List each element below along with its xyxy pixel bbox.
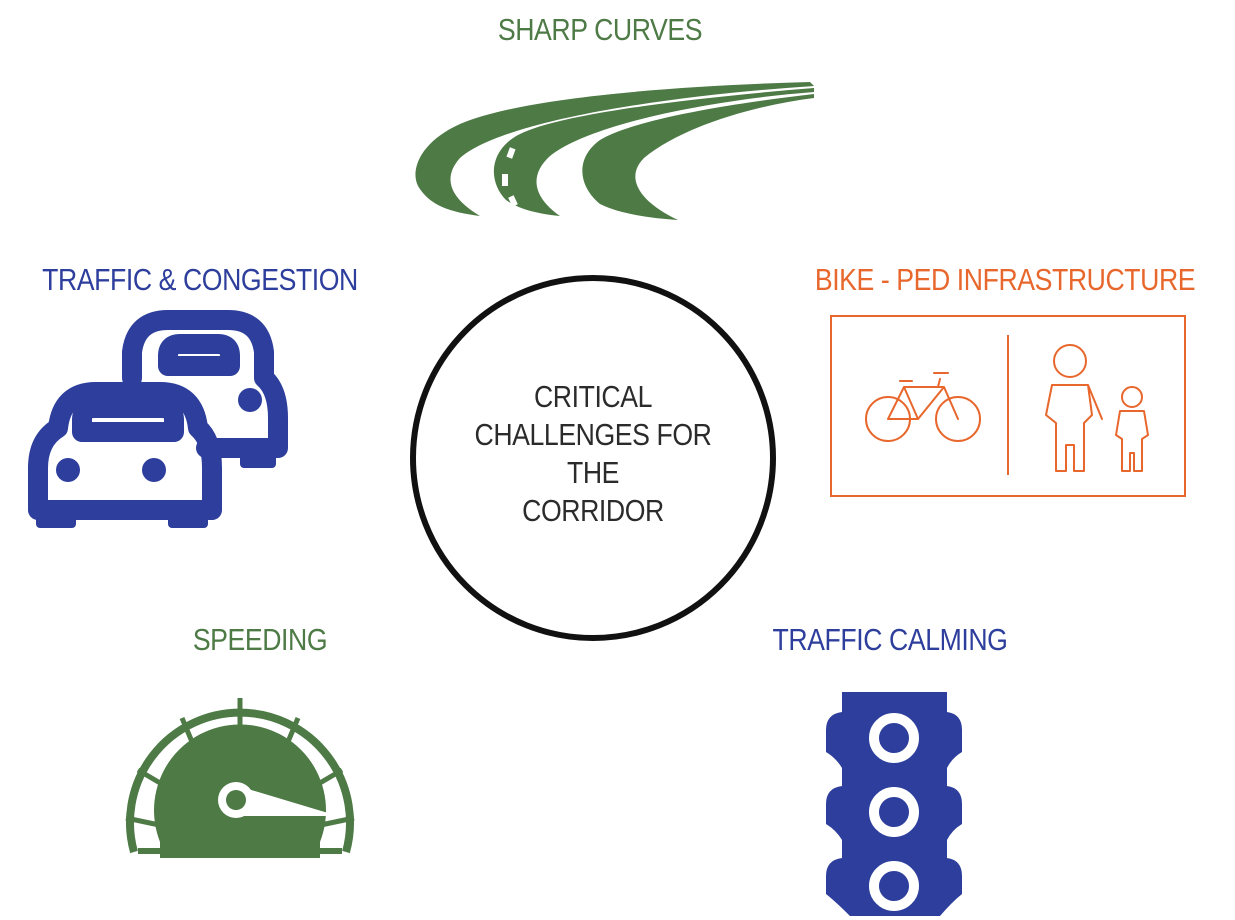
speedometer-icon bbox=[125, 698, 355, 858]
curved-road-icon bbox=[415, 82, 814, 220]
bike-ped-infrastructure-label: BIKE - PED INFRASTRUCTURE bbox=[814, 262, 1196, 297]
cars-icon bbox=[28, 310, 288, 528]
traffic-congestion-label: TRAFFIC & CONGESTION bbox=[42, 262, 358, 297]
speeding-label: SPEEDING bbox=[192, 622, 328, 657]
center-title-line-1: CRITICAL bbox=[533, 379, 653, 414]
center-title: CRITICAL CHALLENGES FOR THE CORRIDOR bbox=[447, 378, 739, 530]
sharp-curves-label: SHARP CURVES bbox=[497, 12, 703, 47]
traffic-calming-label: TRAFFIC CALMING bbox=[772, 622, 1008, 657]
center-title-line-3: CORRIDOR bbox=[522, 493, 664, 528]
center-title-line-2: CHALLENGES FOR THE bbox=[474, 417, 712, 490]
traffic-light-icon bbox=[826, 692, 962, 916]
bike-pedestrian-icon bbox=[830, 315, 1186, 497]
